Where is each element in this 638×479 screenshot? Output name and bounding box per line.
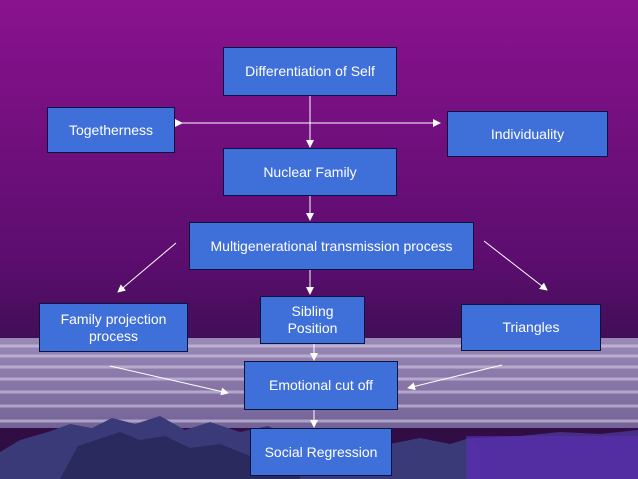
node-nuclear-family: Nuclear Family	[223, 148, 397, 196]
node-emotional-cut-off: Emotional cut off	[244, 361, 398, 410]
node-triangles: Triangles	[461, 304, 601, 351]
node-togetherness: Togetherness	[47, 107, 175, 153]
arrow-multigenerational-triangles	[483, 240, 548, 291]
node-differentiation-of-self: Differentiation of Self	[223, 47, 397, 96]
arrow-multigenerational-family-projection	[117, 242, 177, 293]
node-multigenerational-transmission: Multigenerational transmission process	[189, 222, 474, 270]
node-sibling-position: Sibling Position	[260, 296, 365, 344]
arrow-family-projection-emotional	[109, 365, 229, 396]
arrow-triangles-emotional	[407, 364, 503, 391]
node-social-regression: Social Regression	[250, 428, 392, 476]
node-individuality: Individuality	[447, 111, 608, 157]
node-family-projection-process: Family projection process	[39, 303, 188, 352]
